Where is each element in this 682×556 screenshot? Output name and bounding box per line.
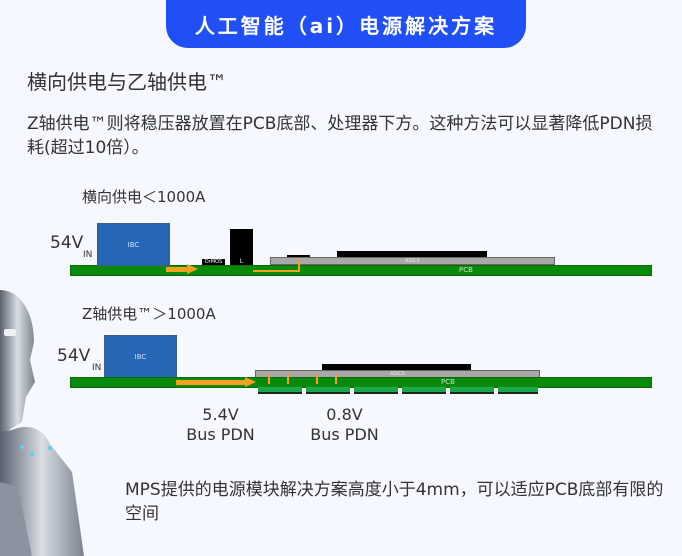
pcb-label: PCB — [441, 378, 455, 386]
zaxis-input-voltage: 54V — [57, 346, 91, 366]
power-module — [402, 387, 446, 394]
up-arrow-icon — [335, 374, 337, 384]
lateral-path — [253, 270, 300, 272]
power-module — [450, 387, 494, 394]
zaxis-input-sub: IN — [92, 363, 102, 373]
drmos: DrMOS — [202, 259, 225, 265]
lateral-input-voltage: 54V — [50, 233, 84, 253]
description: Z轴供电™则将稳压器放置在PCB底部、处理器下方。这种方法可以显著降低PDN损耗… — [27, 114, 653, 158]
power-module — [354, 387, 398, 394]
zaxis-ibc: IBC — [104, 335, 177, 378]
footer-text: MPS提供的电源模块解决方案高度小于4mm，可以适应PCB底部有限的空间 — [125, 480, 664, 524]
lateral-input-sub: IN — [83, 250, 93, 260]
zaxis-label: Z轴供电™＞1000A — [82, 305, 216, 323]
zaxis-chip — [322, 364, 471, 370]
lateral-small-part — [287, 255, 310, 257]
lateral-arrow — [166, 267, 188, 272]
bus-name: Bus PDN — [186, 425, 255, 444]
bus-voltage: 5.4V — [202, 405, 239, 424]
pcb-label: PCB — [459, 266, 473, 274]
power-module — [498, 387, 538, 394]
power-module — [306, 387, 350, 394]
lateral-pcb: PCB — [70, 265, 652, 276]
lateral-label: 横向供电＜1000A — [82, 188, 206, 206]
up-arrow-icon — [268, 374, 270, 384]
header-banner: 人工智能（ai）电源解决方案 — [166, 0, 526, 48]
arrow-head-icon — [187, 264, 198, 274]
robot-illustration — [0, 290, 84, 556]
arrow-head-icon — [245, 377, 256, 387]
bus-name: Bus PDN — [310, 425, 379, 444]
bus-voltage: 0.8V — [326, 405, 363, 424]
power-module — [258, 387, 302, 394]
up-arrow-icon — [287, 374, 289, 384]
up-arrow-icon — [316, 374, 318, 384]
lateral-asics: ASICS — [270, 257, 555, 265]
lateral-ibc: IBC — [97, 223, 170, 266]
lateral-chip — [337, 251, 487, 257]
lateral-path-up — [298, 259, 300, 272]
zaxis-arrow — [176, 380, 246, 385]
section-heading: 横向供电与乙轴供电™ — [27, 70, 227, 94]
inductor: L — [230, 229, 253, 265]
